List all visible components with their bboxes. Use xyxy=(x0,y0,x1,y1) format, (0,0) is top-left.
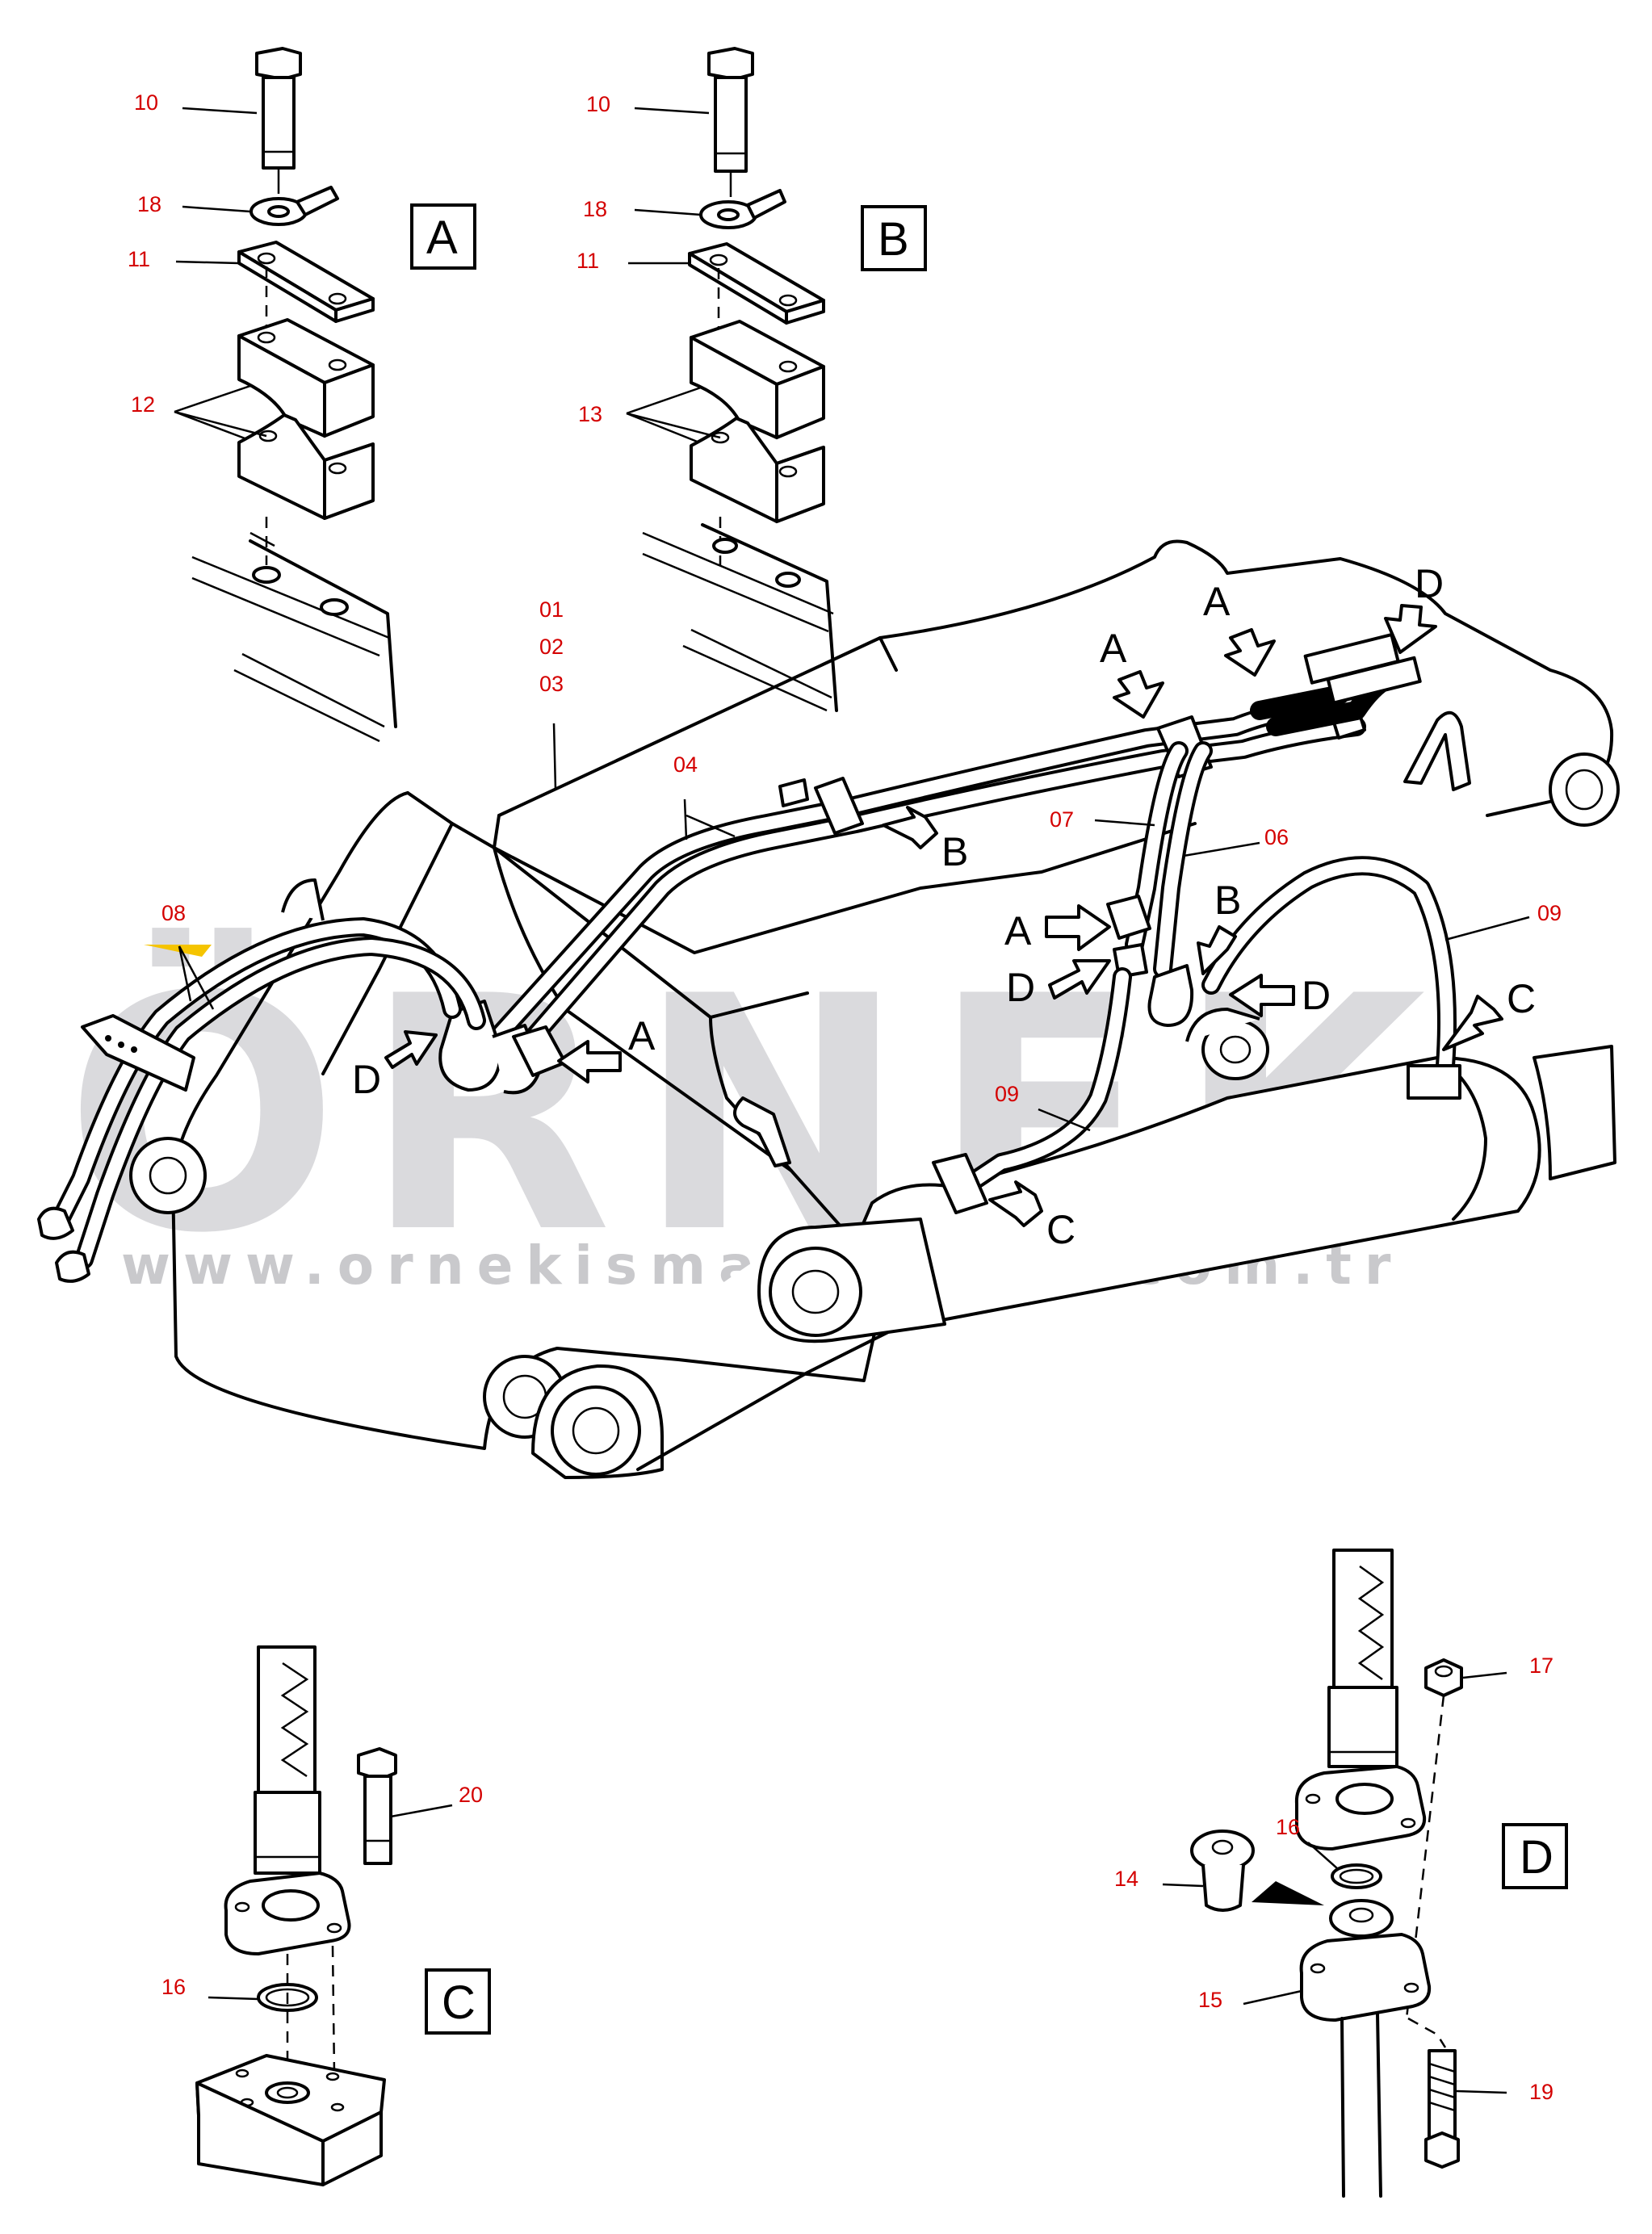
detail-box-b xyxy=(861,205,927,271)
callout-b-right: B xyxy=(1214,878,1241,923)
label-boom-02: 02 xyxy=(539,635,564,659)
detail-b-assembly: 10 18 11 13 B xyxy=(577,47,927,712)
main-part-labels: 01 02 03 04 07 06 09 09 08 xyxy=(161,597,1562,1132)
label-line-07: 07 xyxy=(1050,807,1074,832)
arrow-d-right2-icon xyxy=(1229,974,1295,1017)
label-hose-08: 08 xyxy=(161,901,186,925)
callout-d-top: D xyxy=(1415,561,1444,606)
callout-a-left: A xyxy=(628,1013,656,1058)
label-line-06: 06 xyxy=(1264,825,1289,849)
callout-c-right: C xyxy=(1507,976,1536,1021)
arrow-d-left-icon xyxy=(384,1030,438,1069)
label-hose-09-center: 09 xyxy=(995,1082,1019,1106)
detail-box-a xyxy=(410,203,476,270)
arrow-d-top-icon xyxy=(1384,604,1437,654)
detail-box-a-letter: A xyxy=(426,212,458,264)
label-d-oring: 16 xyxy=(1276,1815,1300,1839)
label-d-nut: 17 xyxy=(1529,1653,1553,1678)
callout-b-mid: B xyxy=(941,829,968,874)
label-line-04: 04 xyxy=(673,752,698,777)
label-c-oring: 16 xyxy=(161,1975,186,1999)
hydraulic-lines xyxy=(37,633,1461,1283)
detail-box-d xyxy=(1502,1823,1568,1889)
label-boom-03: 03 xyxy=(539,672,564,696)
arrow-d-right-icon xyxy=(1048,959,1111,1000)
callout-arrows: A A D B A D B D C C A D xyxy=(352,561,1536,1252)
arrow-a-right-icon xyxy=(1045,904,1111,951)
callout-a-right: A xyxy=(1004,908,1032,954)
arrow-a-left-icon xyxy=(557,1040,622,1083)
callout-a-top-right: A xyxy=(1203,579,1231,624)
label-d-stud: 19 xyxy=(1529,2080,1553,2104)
accent-triangle-icon xyxy=(144,945,212,957)
arrow-a-top-right-icon xyxy=(1224,628,1276,677)
label-hose-09-right: 09 xyxy=(1537,901,1562,925)
arrow-b-mid-icon xyxy=(882,806,938,849)
label-a-bolt: 10 xyxy=(134,90,158,115)
callout-d-left: D xyxy=(352,1057,381,1102)
label-boom-01: 01 xyxy=(539,597,564,622)
detail-box-c-letter: C xyxy=(442,1976,476,2029)
detail-c-assembly: 20 16 C xyxy=(161,1645,491,2186)
detail-a-assembly: 10 18 11 12 A xyxy=(128,47,476,743)
arrow-b-right-icon xyxy=(1197,925,1237,975)
detail-box-d-letter: D xyxy=(1520,1831,1553,1884)
label-a-washer: 18 xyxy=(137,192,161,216)
callout-a-top-left: A xyxy=(1100,626,1127,671)
label-b-clamp: 13 xyxy=(578,402,602,426)
detail-box-b-letter: B xyxy=(878,213,909,266)
detail-box-c xyxy=(425,1968,491,2035)
arrow-c-center-icon xyxy=(988,1180,1043,1227)
boom-assembly xyxy=(129,539,1620,1479)
label-a-plate: 11 xyxy=(128,247,150,271)
callout-c-center: C xyxy=(1046,1207,1075,1252)
callout-d-right2: D xyxy=(1302,973,1331,1018)
detail-d-assembly: 17 16 14 15 19 D xyxy=(1114,1549,1568,2198)
label-d-flange: 15 xyxy=(1198,1988,1222,2012)
label-b-washer: 18 xyxy=(583,197,607,221)
install-direction-icon xyxy=(1252,1881,1324,1905)
label-a-clamp: 12 xyxy=(131,392,155,417)
label-d-plug: 14 xyxy=(1114,1867,1138,1891)
arrow-a-top-left-icon xyxy=(1113,670,1164,719)
label-c-bolt: 20 xyxy=(459,1783,483,1807)
arrow-c-right-icon xyxy=(1442,995,1503,1051)
right-hose-fitting xyxy=(1407,1064,1461,1100)
label-b-bolt: 10 xyxy=(586,92,610,116)
callout-d-right: D xyxy=(1006,965,1035,1010)
label-b-plate: 11 xyxy=(577,249,599,273)
